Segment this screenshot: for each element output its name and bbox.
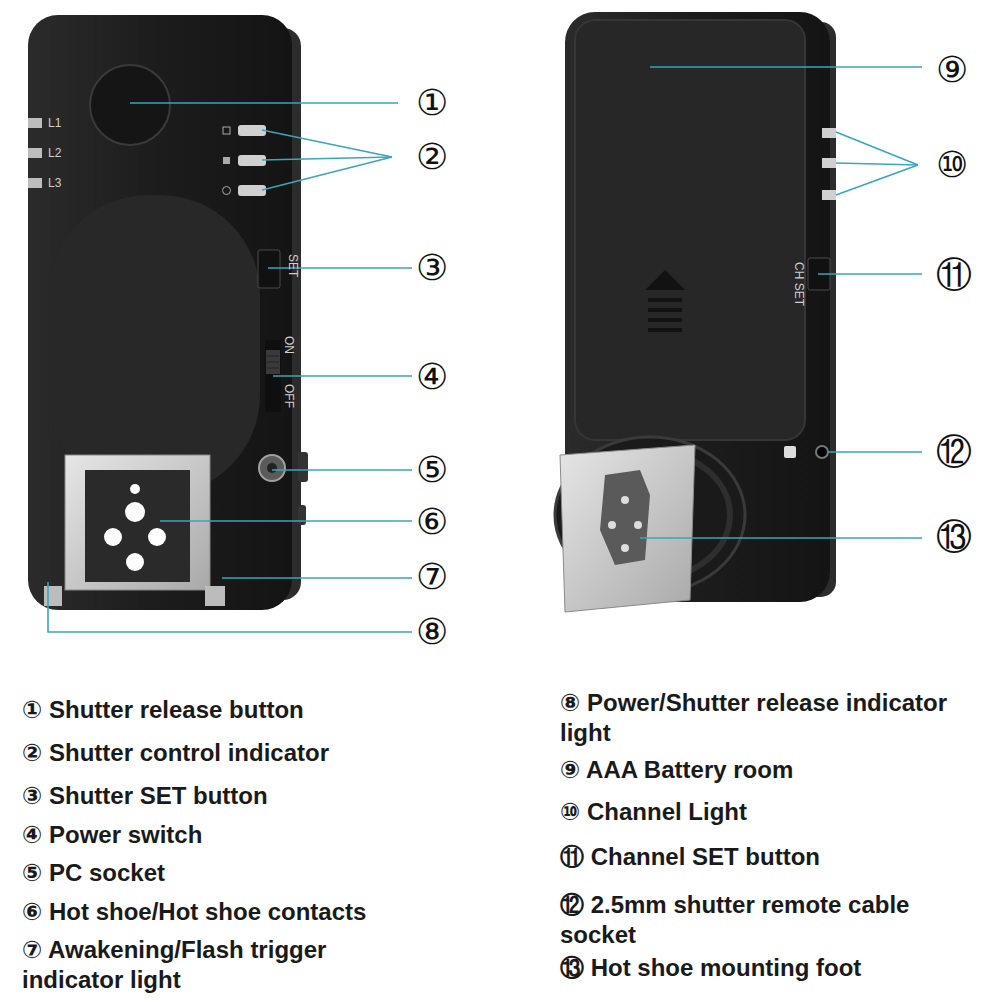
leader-lines: [48, 67, 922, 632]
receiver-body: [555, 12, 836, 612]
callout-number: ②: [416, 135, 448, 179]
callout-number: ⑨: [936, 48, 968, 92]
part-caption: ④ Power switch: [22, 820, 422, 850]
part-caption: ⑦ Awakening/Flash trigger indicator ligh…: [22, 935, 422, 995]
part-caption: ③ Shutter SET button: [22, 781, 422, 811]
device-marking: CH SET: [792, 262, 806, 306]
callout-number: ①: [416, 81, 448, 125]
callout-number: ⑤: [416, 448, 448, 492]
part-caption: ⑤ PC socket: [22, 858, 422, 888]
part-caption: ⑨ AAA Battery room: [560, 755, 960, 785]
device-marking: L2: [48, 146, 61, 160]
part-caption: ⑪ Channel SET button: [560, 842, 960, 872]
callout-number: ⑧: [416, 610, 448, 654]
device-marking: ON: [282, 336, 296, 354]
callout-number: ⑦: [416, 555, 448, 599]
device-marking: L1: [48, 116, 61, 130]
callout-number: ⑪: [936, 253, 972, 297]
part-caption: ① Shutter release button: [22, 695, 422, 725]
part-caption: ⑫ 2.5mm shutter remote cable socket: [560, 890, 960, 950]
device-marking: OFF: [282, 384, 296, 408]
part-caption: ⑩ Channel Light: [560, 797, 960, 827]
part-caption: ⑥ Hot shoe/Hot shoe contacts: [22, 897, 422, 927]
callout-number: ④: [416, 355, 448, 399]
callout-number: ③: [416, 246, 448, 290]
callout-number: ⑥: [416, 500, 448, 544]
callout-number: ⑫: [936, 430, 972, 474]
callout-number: ⑩: [936, 143, 968, 187]
device-marking: L3: [48, 176, 61, 190]
part-caption: ⑧ Power/Shutter release indicator light: [560, 688, 960, 748]
part-caption: ⑬ Hot shoe mounting foot: [560, 953, 960, 983]
callout-number: ⑬: [936, 515, 972, 559]
device-marking: SET: [286, 254, 300, 277]
part-caption: ② Shutter control indicator: [22, 738, 422, 768]
